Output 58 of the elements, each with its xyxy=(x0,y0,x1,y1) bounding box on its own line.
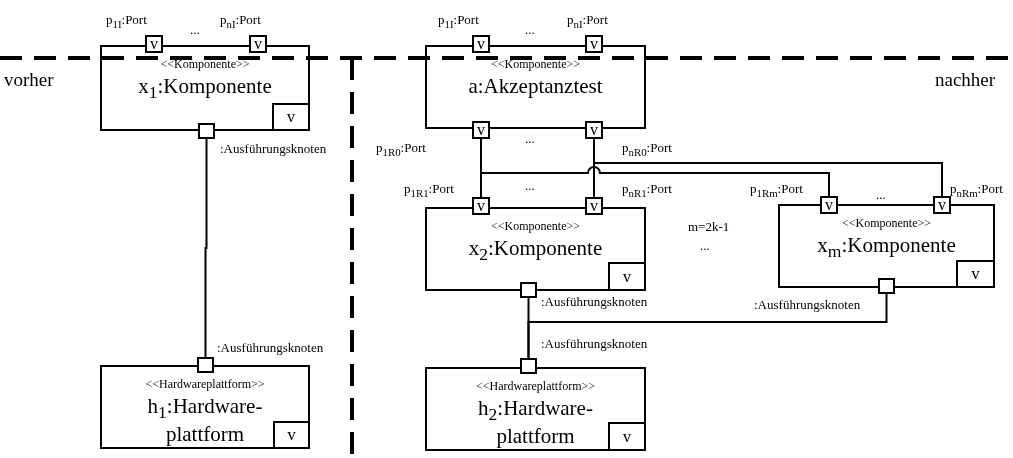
port-square: v xyxy=(145,35,163,53)
stereotype-label: <<Komponente>> xyxy=(159,57,251,72)
stereotype-label: <<Komponente>> xyxy=(489,57,582,72)
component-name: x$_{m}$:Komponente xyxy=(816,234,957,263)
port-label: p$_{nI}$:Port xyxy=(567,12,608,32)
component-name: h$_{1}$:Hardware- plattform xyxy=(146,395,264,446)
ellipsis: ... xyxy=(525,22,535,37)
component-name: h$_{2}$:Hardware- plattform xyxy=(477,397,594,448)
corner-box: v xyxy=(272,103,310,131)
port-square xyxy=(197,357,214,373)
port-square xyxy=(198,123,215,139)
port-label: p$_{1I}$:Port xyxy=(106,12,147,32)
port-label: :Ausführungsknoten xyxy=(541,294,648,309)
port-label: p$_{1Rm}$:Port xyxy=(750,181,803,201)
ellipsis: ... xyxy=(700,238,710,253)
corner-box: v xyxy=(273,421,310,449)
corner-box: v xyxy=(956,260,995,288)
port-label: p$_{1R1}$:Port xyxy=(404,181,454,201)
port-label: p$_{nI}$:Port xyxy=(220,12,261,32)
stereotype-label: <<Hardwareplattform>> xyxy=(475,379,596,394)
port-square: v xyxy=(585,197,603,215)
stereotype-label: <<Komponente>> xyxy=(489,219,582,234)
port-label: p$_{nR0}$:Port xyxy=(622,140,672,160)
section-label: vorher xyxy=(4,72,54,87)
stereotype-label: <<Hardwareplattform>> xyxy=(144,377,266,392)
port-label: :Ausführungsknoten xyxy=(217,340,324,355)
ellipsis: ... xyxy=(876,187,886,202)
corner-box: v xyxy=(608,422,646,451)
port-square xyxy=(520,358,537,374)
port-label: :Ausführungsknoten xyxy=(220,141,327,156)
port-label: p$_{1I}$:Port xyxy=(438,12,479,32)
port-square xyxy=(878,278,895,294)
port-square: v xyxy=(472,197,490,215)
port-square: v xyxy=(585,35,603,53)
port-label: p$_{nR1}$:Port xyxy=(622,181,672,201)
port-square: v xyxy=(472,121,490,139)
section-label: nachher xyxy=(935,72,996,87)
port-square: v xyxy=(249,35,267,53)
stereotype-label: <<Komponente>> xyxy=(840,216,933,231)
component-name: x$_{1}$:Komponente xyxy=(137,75,273,104)
port-square xyxy=(520,282,537,298)
port-square: v xyxy=(820,196,838,214)
port-label: p$_{nRm}$:Port xyxy=(950,181,1003,201)
port-label: :Ausführungsknoten xyxy=(541,336,648,351)
port-square: v xyxy=(933,196,951,214)
connector-line xyxy=(527,293,888,359)
port-label: p$_{1R0}$:Port xyxy=(376,140,426,160)
ellipsis: ... xyxy=(190,22,200,37)
corner-box: v xyxy=(608,262,646,291)
port-square: v xyxy=(585,121,603,139)
formula-label: m=2k-1 xyxy=(688,219,730,234)
connector-line xyxy=(204,138,208,358)
port-square: v xyxy=(472,35,490,53)
ellipsis: ... xyxy=(525,178,535,193)
component-name: x$_{2}$:Komponente xyxy=(467,237,604,266)
port-label: :Ausführungsknoten xyxy=(754,297,861,312)
ellipsis: ... xyxy=(525,131,535,146)
component-name: a:Akzeptanztest xyxy=(467,75,604,97)
